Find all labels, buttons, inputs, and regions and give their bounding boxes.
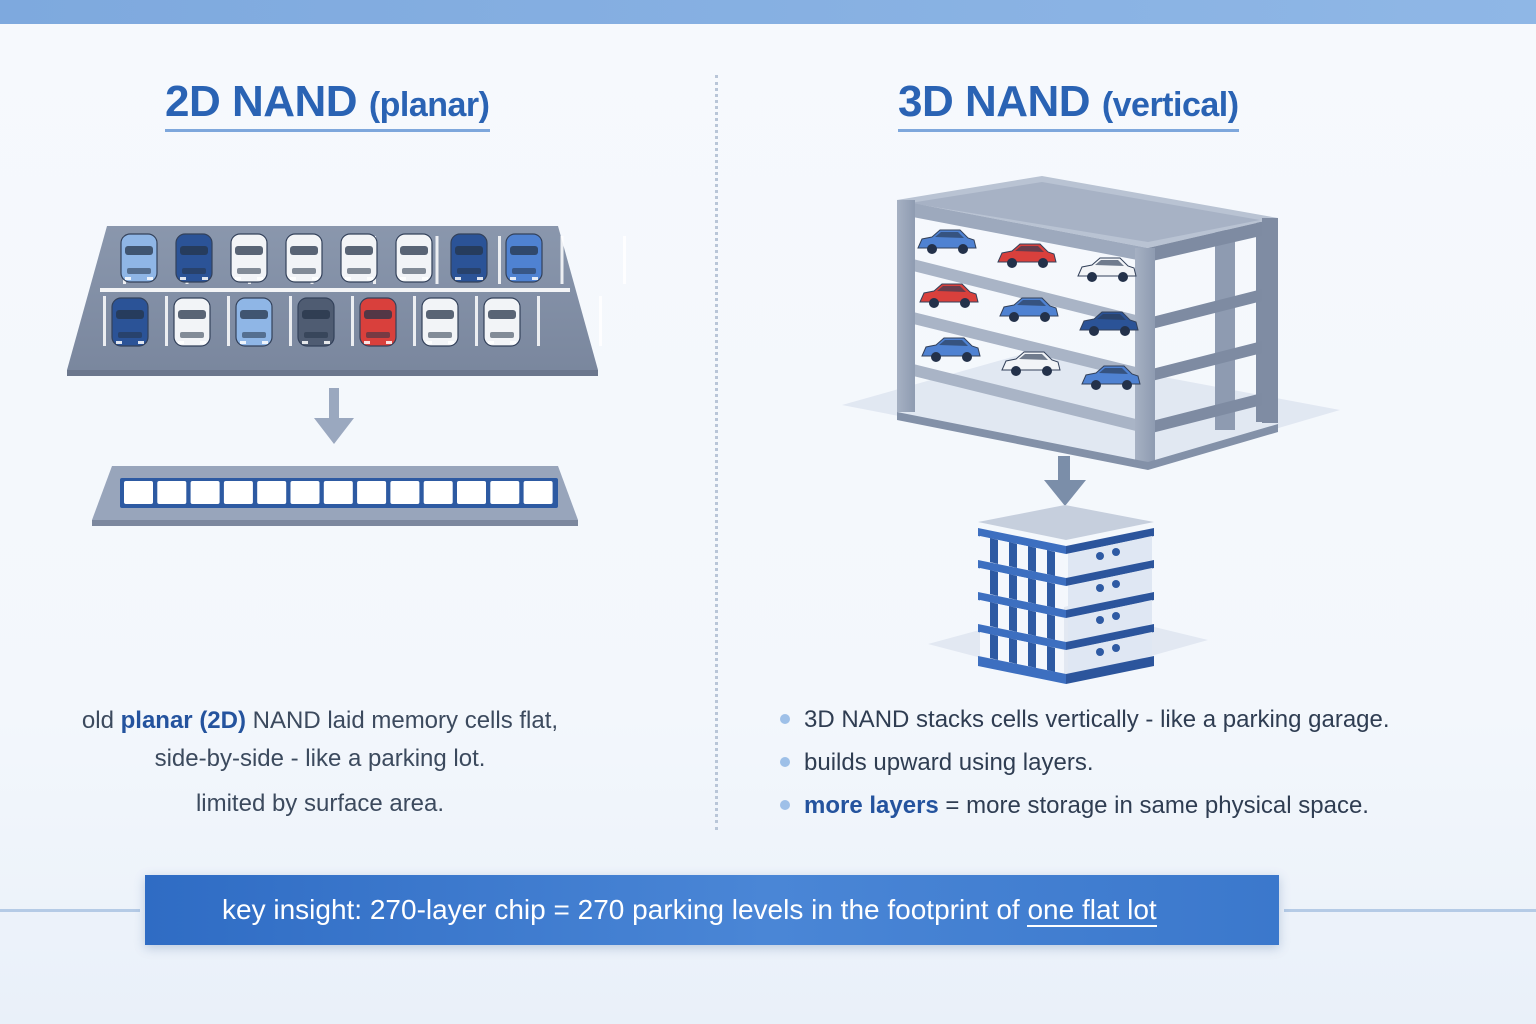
parking-space-line: [498, 236, 501, 284]
key-insight-underlined: one flat lot: [1027, 894, 1157, 927]
chip-base: [978, 656, 1066, 684]
bullet-3d-stacks: 3D NAND stacks cells vertically - like a…: [778, 700, 1390, 743]
car-icon: [1001, 351, 1061, 376]
parking-space-line: [537, 296, 540, 346]
memory-cell: [223, 481, 253, 504]
car-icon: [999, 297, 1059, 322]
top-accent-bar: [0, 0, 1536, 24]
car-icon: [917, 229, 977, 254]
bullet-builds-upward: builds upward using layers.: [778, 743, 1390, 786]
parking-space-line: [560, 236, 564, 284]
memory-cell: [423, 481, 453, 504]
parking-space-line: [599, 296, 602, 346]
key-insight-banner: key insight: 270-layer chip = 270 parkin…: [145, 875, 1279, 945]
chip-layer: [978, 592, 1154, 642]
chip-layer: [978, 560, 1154, 610]
car-icon: [173, 297, 211, 347]
car-icon: [421, 297, 459, 347]
memory-cell: [323, 481, 353, 504]
parking-space-line: [435, 236, 439, 284]
memory-cell: [523, 481, 553, 504]
bullet-dot-icon: [780, 757, 790, 767]
highlight-planar: planar (2D): [120, 707, 246, 734]
banner-line-left: [0, 909, 140, 912]
bullet-more-layers: more layers = more storage in same physi…: [778, 786, 1390, 829]
chip-layer: [978, 528, 1154, 578]
memory-cell: [457, 481, 486, 504]
parking-space-line: [289, 296, 292, 346]
chip-top: [978, 505, 1154, 540]
parking-space-line: [475, 296, 478, 346]
down-arrow-right: [1044, 456, 1086, 506]
parking-lot-center-line: [100, 288, 570, 292]
memory-cell: [257, 481, 287, 504]
memory-cell: [157, 481, 187, 504]
car-icon: [450, 233, 488, 283]
description-2d-line1: old planar (2D) NAND laid memory cells f…: [81, 707, 559, 734]
car-icon: [120, 233, 158, 283]
bullet-dot-icon: [780, 800, 790, 810]
car-icon: [483, 297, 521, 347]
description-2d-line2: side-by-side - like a parking lot.: [154, 745, 486, 773]
description-2d: old planar (2D) NAND laid memory cells f…: [60, 702, 580, 823]
car-icon: [359, 297, 397, 347]
memory-cell: [124, 481, 153, 504]
parking-lot-edge: [67, 370, 598, 376]
garage-slabs: [897, 255, 1278, 434]
center-divider: [715, 75, 718, 830]
memory-cell-strip-2d: [92, 466, 578, 526]
memory-cell: [190, 481, 220, 504]
chip-layer: [978, 624, 1154, 674]
memory-cell: [290, 481, 320, 504]
down-arrow-left: [314, 388, 354, 444]
key-insight-text: key insight: 270-layer chip = 270 parkin…: [222, 894, 1028, 925]
parking-garage-3d: [842, 176, 1340, 470]
memory-cell: [490, 481, 520, 504]
car-icon: [111, 297, 149, 347]
car-icon: [997, 243, 1057, 268]
car-icon: [235, 297, 273, 347]
title-2d-nand: 2D NAND (planar): [165, 77, 490, 133]
description-2d-line3: limited by surface area.: [195, 789, 445, 817]
chip-base: [1066, 656, 1154, 684]
chip-layers: [978, 528, 1154, 684]
car-icon: [1081, 365, 1141, 390]
banner-line-right: [1284, 909, 1536, 912]
title-3d-nand: 3D NAND (vertical): [898, 77, 1239, 133]
garage-cars: [917, 229, 1141, 390]
parking-space-line: [623, 236, 626, 284]
car-icon: [285, 233, 323, 283]
parking-space-line: [227, 296, 230, 346]
bullet-dot-icon: [780, 714, 790, 724]
parking-space-line: [103, 296, 106, 346]
car-icon: [919, 283, 979, 308]
parking-space-line: [165, 296, 168, 346]
memory-cell: [390, 481, 420, 504]
car-icon: [505, 233, 543, 283]
description-3d-list: 3D NAND stacks cells vertically - like a…: [778, 700, 1390, 829]
memory-cell: [357, 481, 387, 504]
car-icon: [297, 297, 335, 347]
parking-lot-2d: [67, 226, 626, 376]
car-icon: [1077, 257, 1137, 282]
car-icon: [921, 337, 981, 362]
car-icon: [340, 233, 378, 283]
car-icon: [395, 233, 433, 283]
car-icon: [230, 233, 268, 283]
car-icon: [1079, 311, 1139, 336]
parking-space-line: [351, 296, 354, 346]
memory-strip-edge: [92, 520, 578, 526]
parking-space-line: [413, 296, 416, 346]
highlight-more-layers: more layers: [804, 792, 939, 819]
car-icon: [175, 233, 213, 283]
